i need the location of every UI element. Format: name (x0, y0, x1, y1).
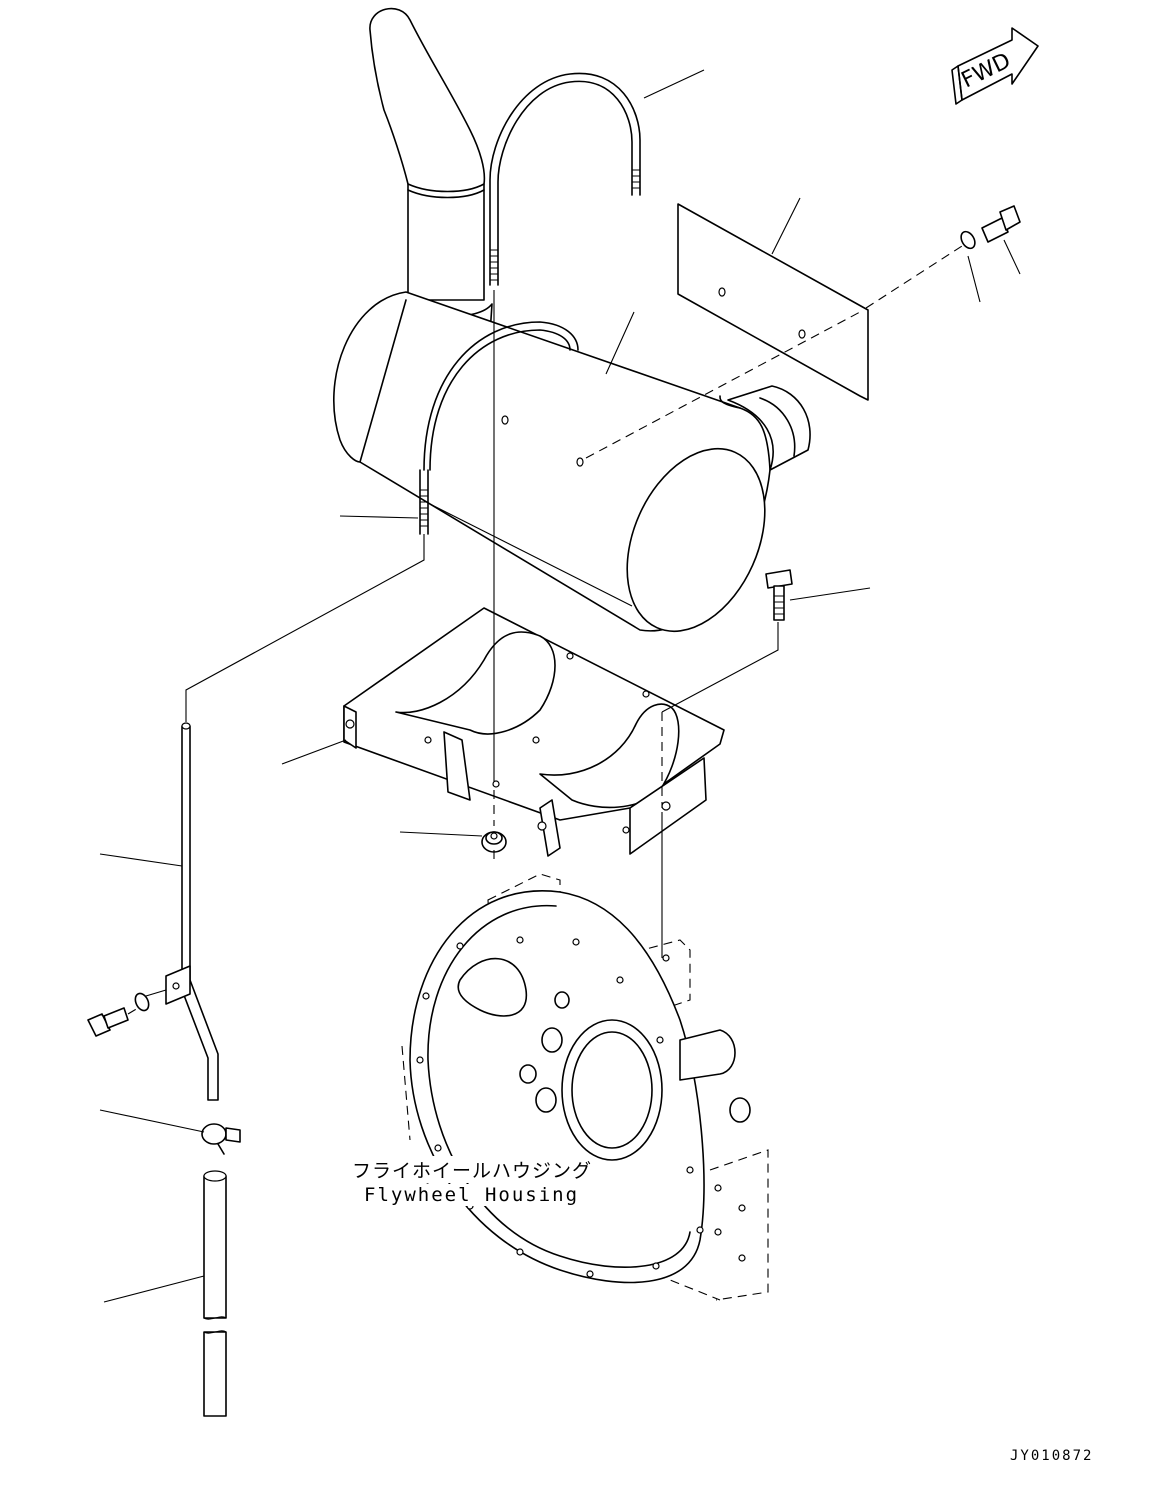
flywheel-housing-label-japanese: フライホイールハウジング (352, 1156, 593, 1183)
hose-icon (203, 1170, 227, 1417)
muffler-icon (333, 291, 811, 633)
exhaust-stack-icon (369, 7, 493, 344)
heat-shield-plate-icon (677, 203, 869, 401)
bolt-icon (981, 205, 1021, 243)
flywheel-housing-label-english: Flywheel Housing (364, 1184, 580, 1206)
leader-lines (99, 69, 1021, 1303)
hose-clamp-icon (201, 1123, 241, 1155)
bolt-icon (87, 1007, 129, 1037)
muffler-bracket-icon (343, 607, 725, 857)
assembly-lines (127, 245, 963, 1015)
bolt-icon (765, 569, 793, 621)
u-bolt-icon (489, 72, 641, 286)
washer-icon (134, 992, 150, 1012)
flange-nut-icon (481, 831, 507, 853)
forward-arrow-icon: FWD (951, 27, 1039, 105)
flywheel-housing-icon (401, 873, 769, 1301)
drain-tube-icon (165, 722, 219, 1101)
washer-icon (960, 230, 976, 250)
drawing-number: JY010872 (1010, 1448, 1094, 1464)
